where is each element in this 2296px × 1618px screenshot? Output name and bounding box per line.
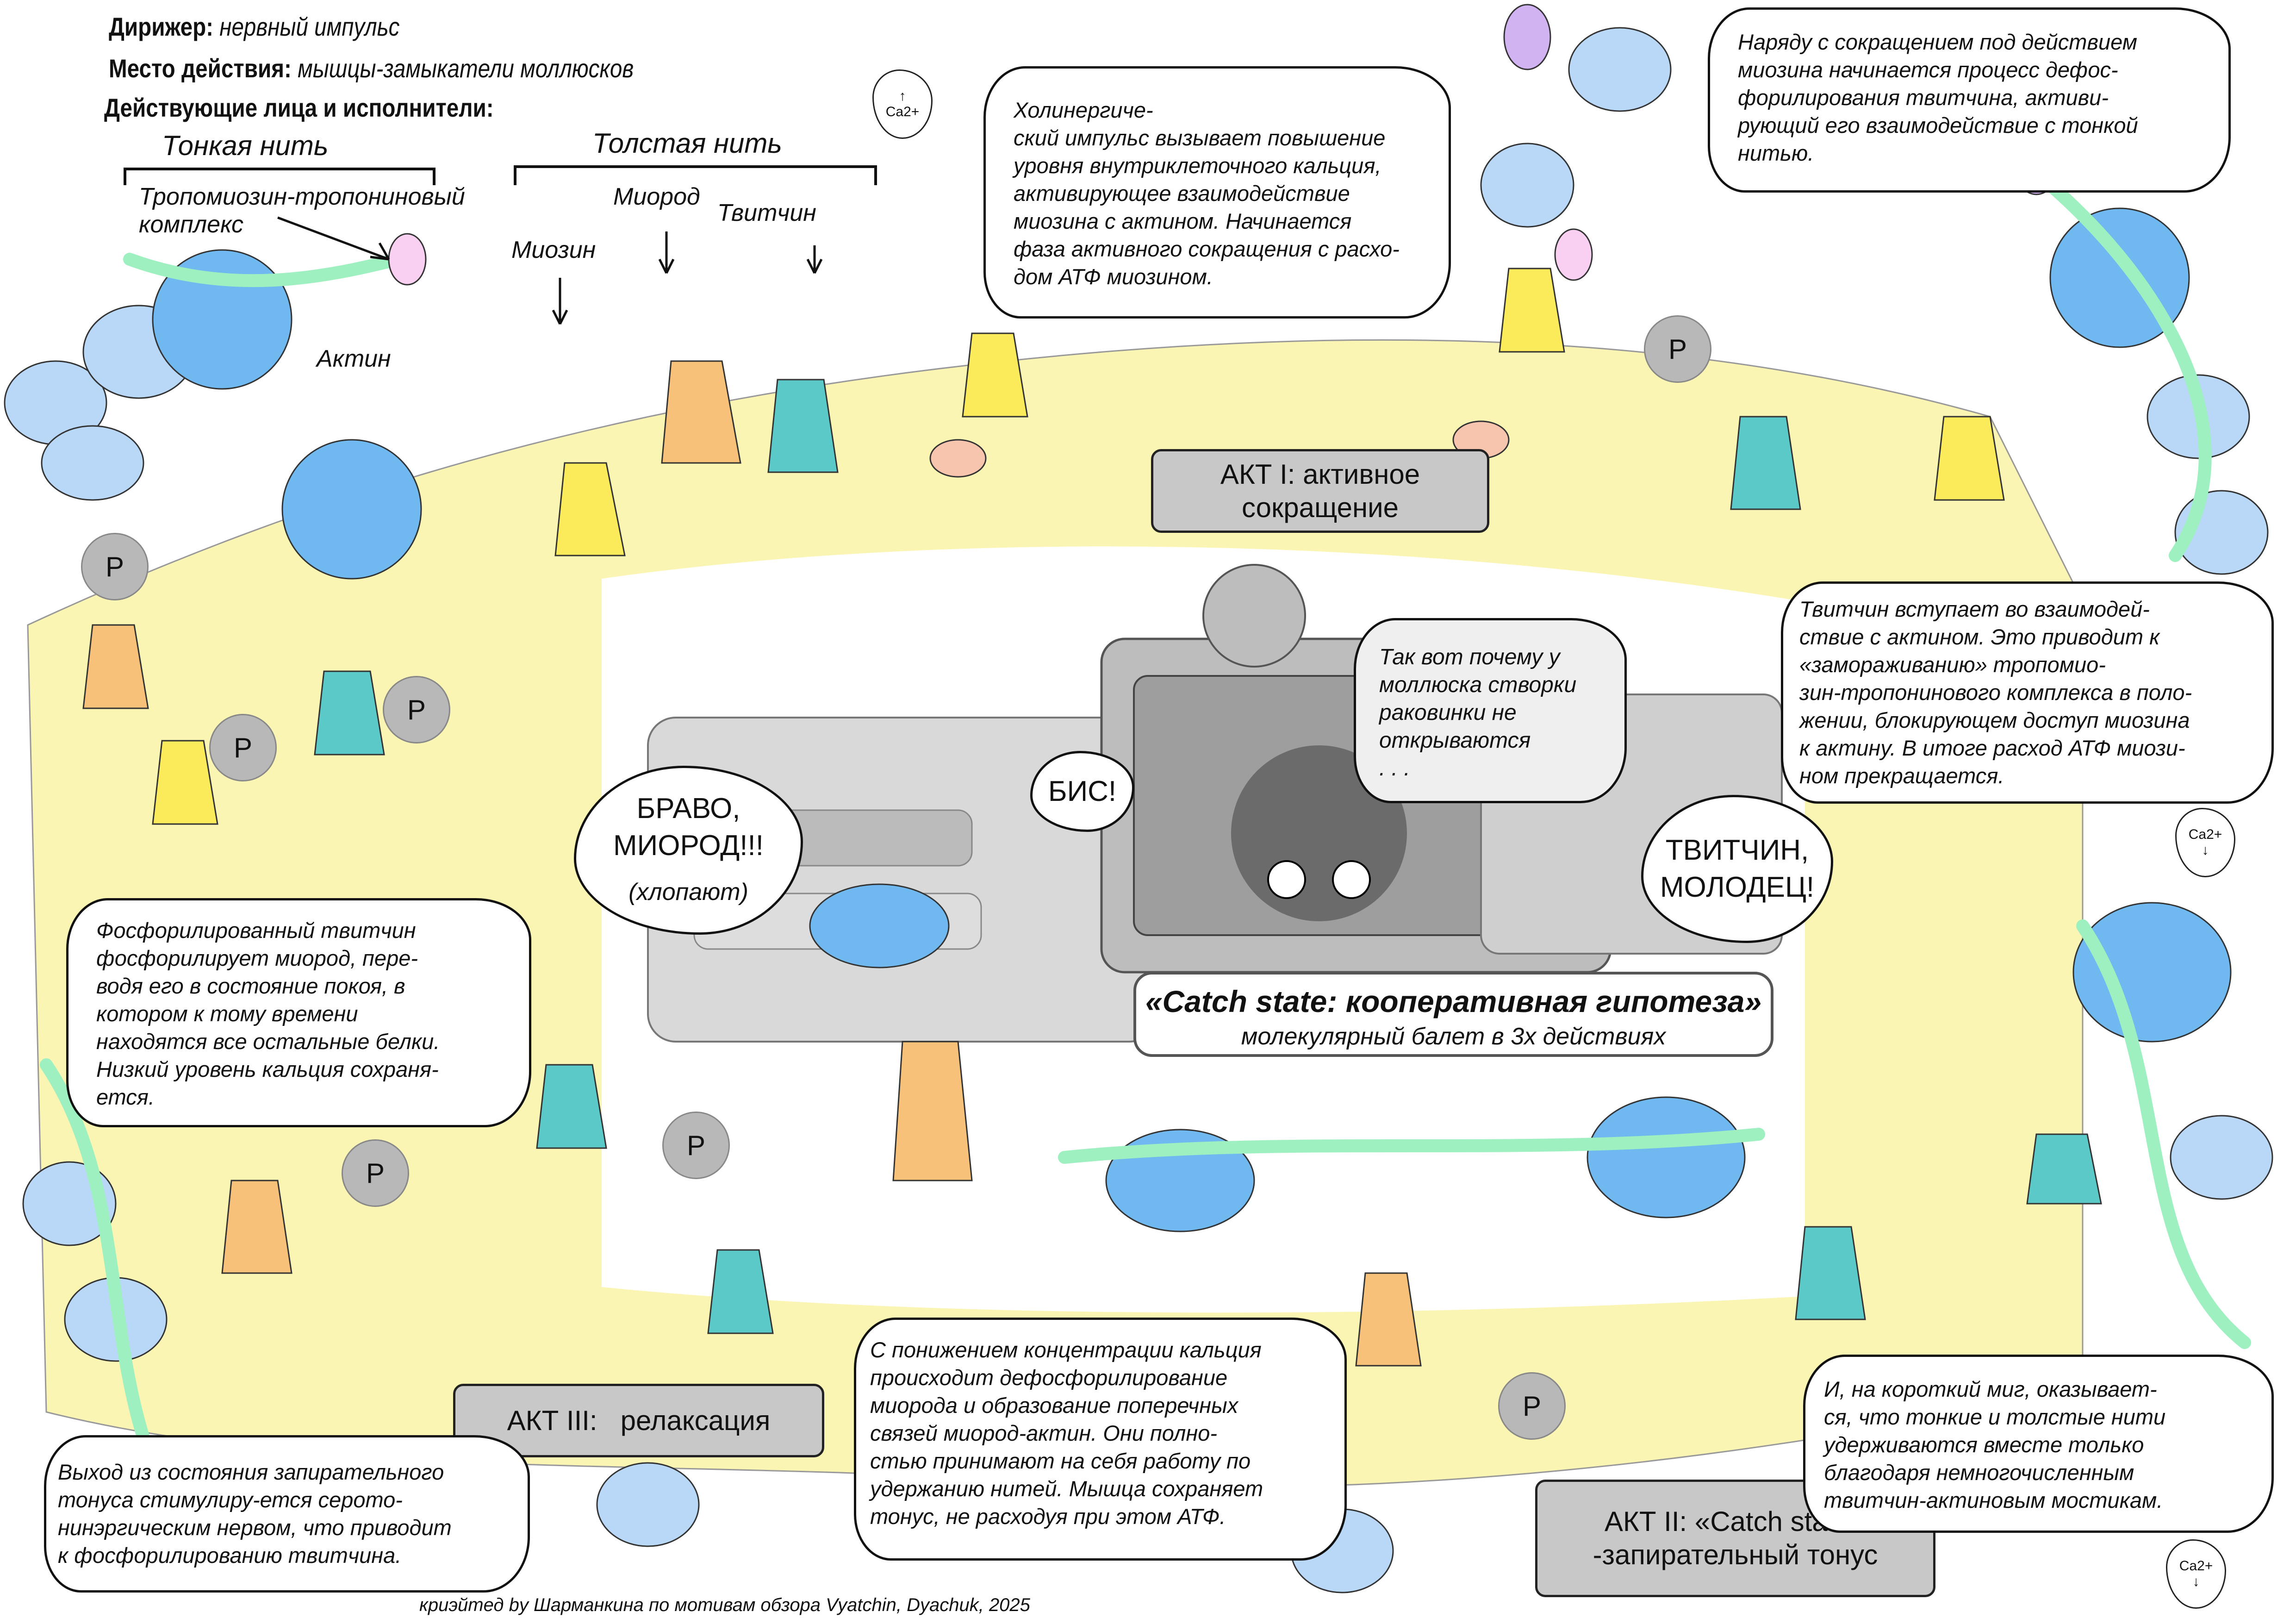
- place-value: мышцы-замыкатели моллюсков: [298, 54, 634, 83]
- arrow-down-icon: ↓: [2202, 843, 2209, 858]
- act-3-label: АКТ III: релаксация: [453, 1384, 824, 1457]
- spectator-eye: [1267, 860, 1306, 899]
- phosphorylated-twitchin-bubble: Фосфорилированный твитчин фосфорилирует …: [66, 898, 531, 1127]
- catch-exit-bubble: Выход из состояния запирательного тонуса…: [44, 1435, 530, 1593]
- subtitle: молекулярный балет в 3х действиях: [1241, 1023, 1666, 1050]
- act-1-label: АКТ I: активное сокращение: [1151, 449, 1489, 533]
- twitchin-actin-binding-bubble: Твитчин вступает во взаимодей- ствие с а…: [1781, 581, 2274, 804]
- cast-brackets: [124, 165, 877, 185]
- bravo-myorod-bubble: БРАВО, МИОРОД!!! (хлопают): [574, 766, 803, 935]
- thin-filament-label: Тонкая нить: [162, 130, 329, 161]
- phosphate-circle: P: [81, 533, 149, 600]
- myosin-label: Миозин: [511, 237, 596, 263]
- calcium-label: Ca2+: [2179, 1558, 2213, 1574]
- credits-line: криэйтед by Шарманкина по мотивам обзора…: [419, 1595, 1030, 1615]
- tropomyosin-troponin-label: Тропомиозин-тропониновый комплекс: [139, 183, 465, 238]
- calcium-decrease-bubble: С понижением концентрации кальция происх…: [854, 1318, 1347, 1561]
- bis-shout-bubble: БИС!: [1030, 751, 1134, 832]
- label-arrows: [277, 216, 823, 325]
- clapping-text: (хлопают): [628, 878, 748, 906]
- phosphate-circle: P: [209, 714, 277, 781]
- phosphate-circle: P: [662, 1112, 730, 1179]
- phosphate-circle: P: [1498, 1372, 1566, 1440]
- conductor-line: Дирижер: нервный импульс: [109, 12, 399, 42]
- twitchin-dephosphorylation-bubble: Наряду с сокращением под действием миози…: [1708, 7, 2231, 193]
- cholinergic-impulse-bubble: Холинергиче- ский импульс вызывает повыш…: [983, 66, 1451, 319]
- phosphate-circle: P: [1644, 315, 1711, 383]
- mollusk-thought-bubble: Так вот почему у моллюска створки ракови…: [1354, 618, 1627, 803]
- brief-moment-bubble: И, на короткий миг, оказывает- ся, что т…: [1803, 1355, 2274, 1533]
- arrow-up-icon: ↑: [899, 88, 906, 104]
- phosphate-circle: P: [383, 676, 450, 743]
- main-title: «Catch state: кооперативная гипотеза»: [1145, 984, 1762, 1018]
- calcium-increase-marker: ↑ Ca2+: [872, 69, 933, 139]
- calcium-decrease-marker: Ca2+ ↓: [2175, 808, 2235, 877]
- conductor-value: нервный импульс: [219, 12, 400, 41]
- arrow-down-icon: ↓: [2192, 1574, 2200, 1589]
- act-2-label: АКТ II: «Catch state» -запирательный тон…: [1535, 1480, 1935, 1597]
- calcium-label: Ca2+: [2188, 827, 2222, 842]
- spectator-eye: [1332, 860, 1371, 899]
- place-label: Место действия:: [109, 54, 292, 83]
- title-banner: «Catch state: кооперативная гипотеза» мо…: [1133, 972, 1773, 1057]
- actin-label: Актин: [317, 345, 391, 372]
- calcium-label: Ca2+: [885, 104, 920, 119]
- place-line: Место действия: мышцы-замыкатели моллюск…: [109, 53, 634, 83]
- twitchin-bravo-bubble: ТВИТЧИН, МОЛОДЕЦ!: [1641, 795, 1833, 943]
- cast-heading: Действующие лица и исполнители:: [104, 93, 494, 122]
- phosphate-circle: P: [342, 1139, 409, 1207]
- bravo-myorod-text: БРАВО, МИОРОД!!!: [613, 792, 764, 862]
- conductor-label: Дирижер:: [109, 12, 214, 41]
- thick-filament-label: Толстая нить: [592, 128, 782, 159]
- myorod-label: Миород: [613, 183, 700, 210]
- calcium-decrease-marker: Ca2+ ↓: [2166, 1539, 2226, 1609]
- dancer-figures: [82, 268, 2102, 1367]
- twitchin-label: Твитчин: [717, 200, 816, 226]
